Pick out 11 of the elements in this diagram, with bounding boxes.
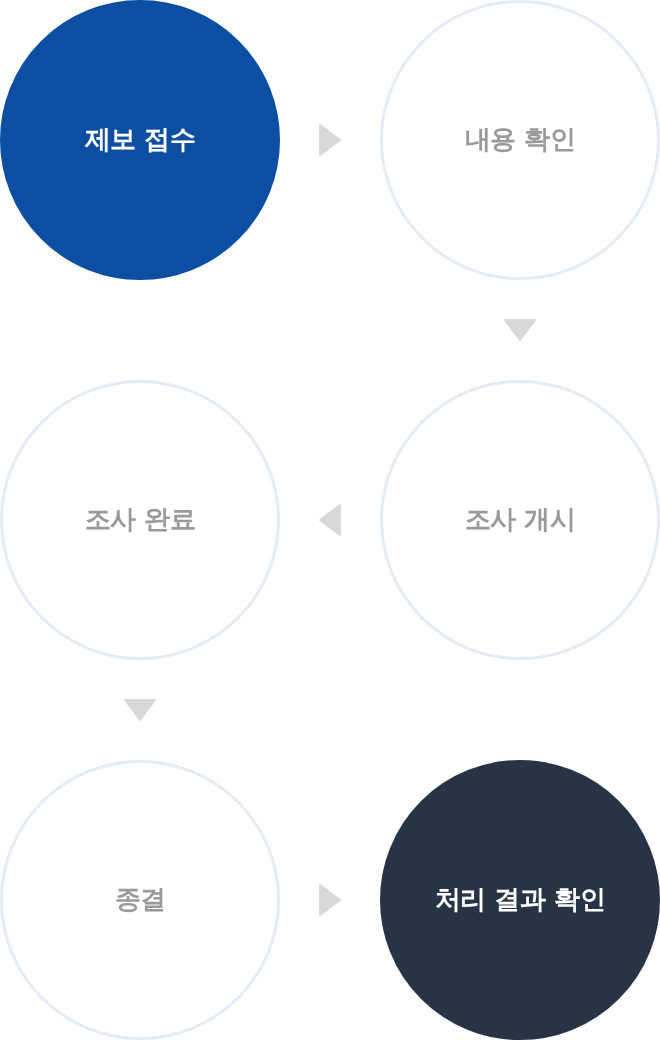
arrow (504, 319, 536, 341)
step-label: 제보 접수 (84, 124, 196, 156)
step-label: 처리 결과 확인 (434, 884, 606, 916)
step-label: 조사 완료 (84, 504, 196, 536)
step-label: 조사 개시 (464, 504, 576, 536)
arrow (319, 504, 341, 536)
arrow (319, 884, 341, 916)
step-label: 종결 (114, 884, 166, 916)
arrow (319, 124, 341, 156)
step-label: 내용 확인 (464, 124, 576, 156)
arrow (124, 699, 156, 721)
